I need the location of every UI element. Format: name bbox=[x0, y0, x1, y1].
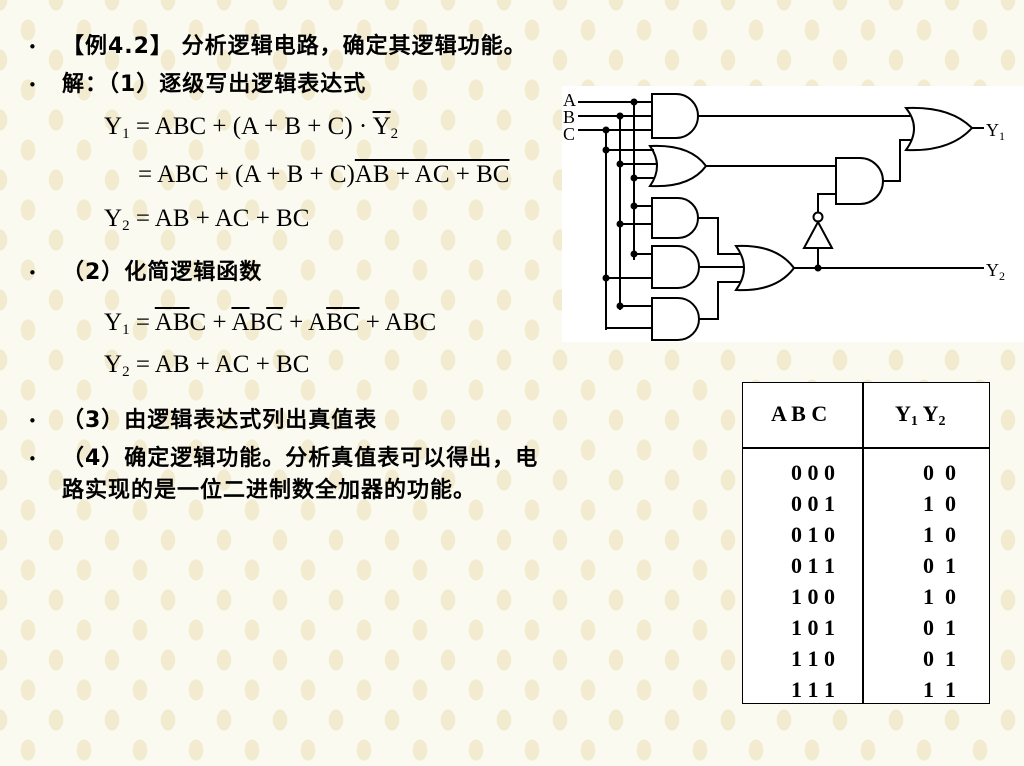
table-row-output: 1 0 bbox=[923, 522, 956, 547]
step-2-text: （2）化简逻辑函数 bbox=[62, 260, 263, 285]
bullet: • bbox=[28, 450, 37, 468]
equation-y2: Y2 = AB + AC + BC bbox=[104, 205, 310, 234]
equation-y2-simplified: Y2 = AB + AC + BC bbox=[104, 351, 310, 380]
equation-y1-expanded: = ABC + (A + B + C)AB + AC + BC bbox=[138, 161, 510, 188]
bullet: • bbox=[28, 264, 37, 282]
table-row-input: 1 1 0 bbox=[791, 646, 835, 671]
truth-table: A B C Y1 Y2 0 0 0 0 0 1 0 1 0 0 1 1 1 0 0 1 0… bbox=[742, 382, 990, 704]
bullet: • bbox=[28, 412, 37, 430]
or-gate-2 bbox=[648, 144, 708, 188]
table-row-output: 0 1 bbox=[923, 553, 956, 578]
step-3-text: （3）由逻辑表达式列出真值表 bbox=[62, 408, 378, 433]
bullet: • bbox=[28, 38, 37, 56]
and-gate-5 bbox=[651, 297, 700, 341]
table-column-inputs: 0 0 0 0 0 1 0 1 0 0 1 1 1 0 0 1 0 1 1 1 0 1 1 1 bbox=[791, 457, 835, 705]
input-label-a: A bbox=[563, 90, 576, 110]
table-row-input: 0 1 0 bbox=[791, 522, 835, 547]
table-header-inputs: A B C bbox=[771, 401, 828, 426]
and-gate-6 bbox=[835, 157, 884, 205]
table-divider-vertical bbox=[862, 383, 864, 703]
input-label-c: C bbox=[563, 124, 575, 144]
bullet: • bbox=[28, 76, 37, 94]
table-column-outputs: 0 0 1 0 1 0 0 1 1 0 0 1 0 1 1 1 bbox=[923, 457, 956, 705]
step-4-text: （4）确定逻辑功能。分析真值表可以得出，电 bbox=[62, 446, 539, 471]
table-divider-horizontal bbox=[743, 447, 989, 449]
input-label-b: B bbox=[563, 107, 575, 127]
table-row-input: 0 1 1 bbox=[791, 553, 835, 578]
table-row-input: 0 0 1 bbox=[791, 491, 835, 516]
inverter-bubble bbox=[812, 211, 824, 223]
equation-y1-simplified: Y1 = ABC + ABC + ABC + ABC bbox=[104, 309, 437, 338]
equation-y1-initial: Y1 = ABC + (A + B + C) · Y2 bbox=[104, 113, 399, 142]
output-label-y2: Y2 bbox=[986, 260, 1005, 283]
step-1-text: 解：（1）逐级写出逻辑表达式 bbox=[62, 72, 367, 97]
or-gate-y2 bbox=[734, 244, 796, 292]
not-gate-inverter bbox=[802, 219, 834, 249]
output-label-y1: Y1 bbox=[986, 120, 1005, 143]
table-row-input: 1 0 0 bbox=[791, 584, 835, 609]
table-row-input: 1 1 1 bbox=[791, 677, 835, 702]
table-row-output: 1 0 bbox=[923, 584, 956, 609]
table-row-input: 0 0 0 bbox=[791, 460, 835, 485]
or-gate-y1 bbox=[903, 106, 974, 152]
and-gate-4 bbox=[651, 245, 700, 289]
table-row-output: 0 0 bbox=[923, 460, 956, 485]
circuit-background bbox=[562, 86, 1024, 342]
table-row-output: 0 1 bbox=[923, 615, 956, 640]
table-row-input: 1 0 1 bbox=[791, 615, 835, 640]
and-gate-3 bbox=[651, 197, 699, 239]
table-row-output: 1 1 bbox=[923, 677, 956, 702]
example-heading: 【例4.2】 分析逻辑电路，确定其逻辑功能。 bbox=[62, 34, 527, 59]
step-4-text-cont: 路实现的是一位二进制数全加器的功能。 bbox=[62, 478, 477, 503]
table-row-output: 1 0 bbox=[923, 491, 956, 516]
and-gate-1 bbox=[651, 93, 699, 139]
table-row-output: 0 1 bbox=[923, 646, 956, 671]
table-header-outputs: Y1 Y2 bbox=[895, 401, 946, 429]
